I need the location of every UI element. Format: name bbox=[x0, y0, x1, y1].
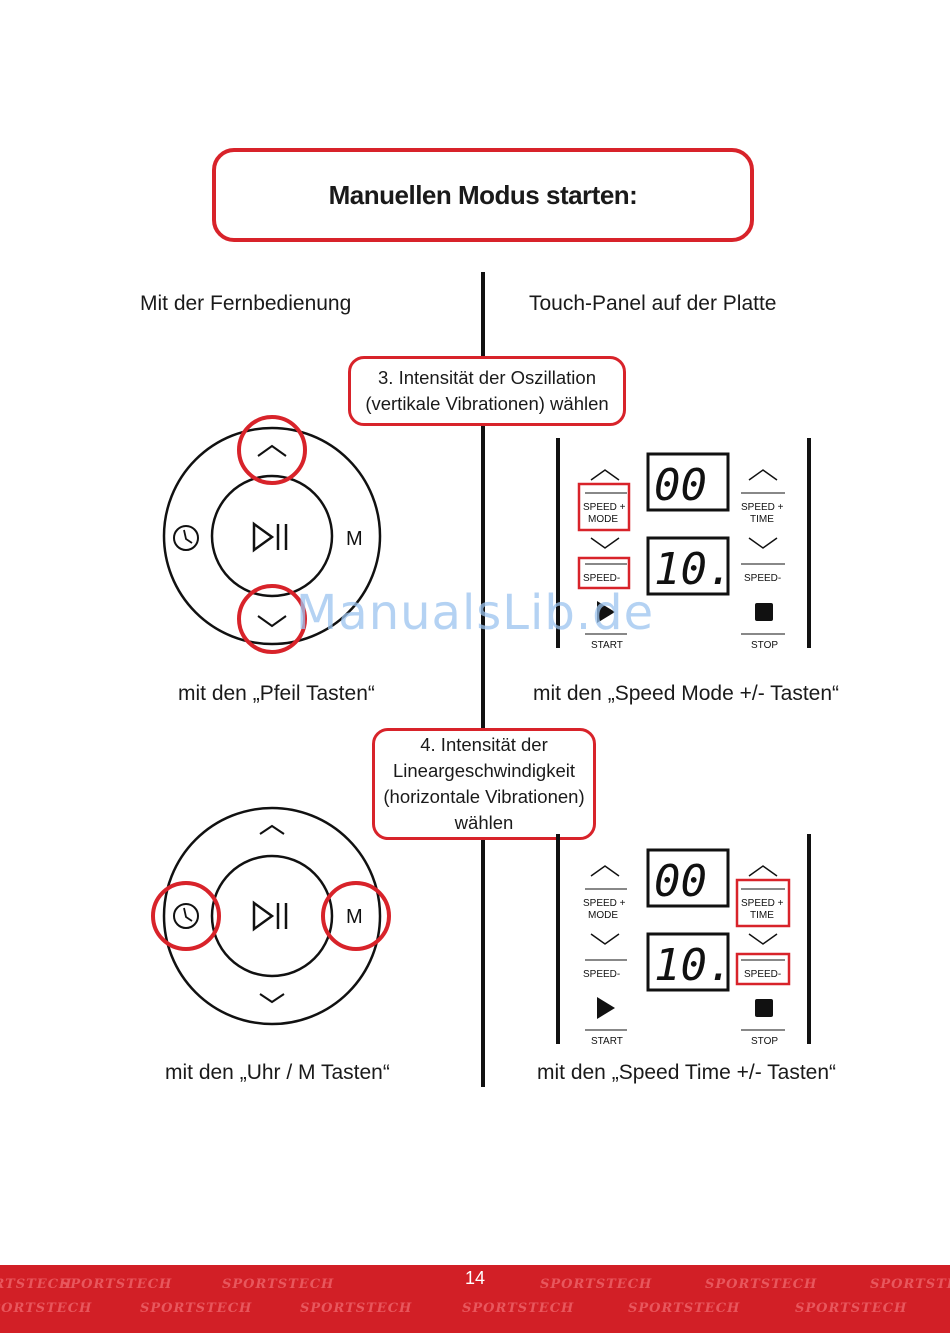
speed-time-label: TIME bbox=[750, 514, 774, 525]
column-divider bbox=[481, 272, 485, 1087]
highlight-ring bbox=[151, 881, 221, 951]
display-bottom-value: 10. bbox=[654, 940, 733, 991]
column-heading-panel: Touch-Panel auf der Platte bbox=[529, 292, 777, 315]
step4-callout-line: 4. Intensität der bbox=[420, 734, 548, 755]
highlight-box bbox=[735, 952, 791, 986]
stop-icon[interactable] bbox=[755, 999, 773, 1017]
highlight-ring bbox=[321, 881, 391, 951]
touch-panel-step4: SPEED + MODE SPEED- 00 10. SPEED + TIME … bbox=[556, 834, 811, 1046]
speed-mode-up-icon[interactable] bbox=[590, 469, 620, 481]
brand-pattern: SPORTSTECH bbox=[0, 1301, 93, 1316]
speed-time-up-icon[interactable] bbox=[748, 469, 778, 481]
play-icon[interactable] bbox=[597, 997, 615, 1019]
step4-panel-caption: mit den „Speed Time +/- Tasten“ bbox=[537, 1061, 837, 1084]
highlight-box bbox=[735, 878, 791, 928]
step4-callout-line: wählen bbox=[454, 812, 514, 833]
brand-pattern: SPORTSTECH bbox=[140, 1301, 253, 1316]
chevron-up-icon[interactable] bbox=[257, 444, 287, 457]
speed-mode-minus-label[interactable]: SPEED- bbox=[583, 969, 620, 980]
remote-control-step3: M bbox=[162, 415, 382, 654]
step3-remote-caption: mit den „Pfeil Tasten“ bbox=[178, 682, 375, 705]
stop-icon[interactable] bbox=[755, 603, 773, 621]
step4-callout-line: Lineargeschwindigkeit bbox=[392, 760, 576, 781]
page-number: 14 bbox=[464, 1268, 486, 1288]
display-top-value: 00 bbox=[654, 856, 707, 907]
step3-callout-line: 3. Intensität der Oszillation bbox=[378, 367, 596, 388]
speed-mode-label: MODE bbox=[588, 910, 618, 921]
speed-mode-down-icon[interactable] bbox=[590, 933, 620, 945]
brand-pattern: SPORTSTECH bbox=[462, 1301, 575, 1316]
highlight-box bbox=[577, 556, 631, 590]
speed-mode-plus-label[interactable]: SPEED + bbox=[583, 502, 626, 513]
speed-mode-plus-label[interactable]: SPEED + bbox=[583, 898, 626, 909]
watermark: ManualsLib.de bbox=[295, 585, 655, 641]
display-bottom bbox=[646, 932, 730, 992]
highlight-box bbox=[577, 482, 631, 532]
title-box: Manuellen Modus starten: bbox=[212, 148, 754, 242]
speed-time-minus-label[interactable]: SPEED- bbox=[744, 969, 781, 980]
m-button[interactable]: M bbox=[346, 906, 363, 928]
speed-time-down-icon[interactable] bbox=[748, 537, 778, 549]
speed-mode-up-icon[interactable] bbox=[590, 865, 620, 877]
brand-pattern: SPORTSTECH bbox=[628, 1301, 741, 1316]
m-button[interactable]: M bbox=[346, 528, 363, 550]
display-top bbox=[646, 848, 730, 908]
chevron-down-icon[interactable] bbox=[257, 615, 287, 628]
page-title: Manuellen Modus starten: bbox=[328, 179, 638, 210]
remote-control-step4: M bbox=[151, 806, 391, 1026]
brand-pattern: SPORTSTECH bbox=[870, 1277, 950, 1292]
step3-panel-caption: mit den „Speed Mode +/- Tasten“ bbox=[533, 682, 840, 705]
play-icon[interactable] bbox=[597, 601, 615, 623]
brand-pattern: SPORTSTECH bbox=[0, 1277, 73, 1292]
start-label[interactable]: START bbox=[591, 1036, 623, 1046]
speed-time-minus-label[interactable]: SPEED- bbox=[744, 573, 781, 584]
speed-time-plus-label[interactable]: SPEED + bbox=[741, 502, 784, 513]
display-bottom bbox=[646, 536, 730, 596]
brand-pattern: SPORTSTECH bbox=[60, 1277, 173, 1292]
speed-mode-minus-label[interactable]: SPEED- bbox=[583, 573, 620, 584]
display-bottom-value: 10. bbox=[654, 544, 733, 595]
stop-label[interactable]: STOP bbox=[751, 1036, 778, 1046]
step4-callout-line: (horizontale Vibrationen) bbox=[383, 786, 585, 807]
play-pause-icon[interactable] bbox=[252, 521, 288, 553]
speed-mode-down-icon[interactable] bbox=[590, 537, 620, 549]
brand-pattern: SPORTSTECH bbox=[795, 1301, 908, 1316]
column-heading-remote: Mit der Fernbedienung bbox=[140, 292, 352, 315]
start-label[interactable]: START bbox=[591, 640, 623, 650]
clock-icon[interactable] bbox=[173, 903, 199, 929]
speed-time-up-icon[interactable] bbox=[748, 865, 778, 877]
step3-callout: 3. Intensität der Oszillation (vertikale… bbox=[348, 356, 626, 426]
step3-callout-line: (vertikale Vibrationen) wählen bbox=[365, 393, 609, 414]
stop-label[interactable]: STOP bbox=[751, 640, 778, 650]
clock-icon[interactable] bbox=[173, 525, 199, 551]
speed-mode-label: MODE bbox=[588, 514, 618, 525]
step4-callout: 4. Intensität der Lineargeschwindigkeit … bbox=[372, 728, 596, 840]
highlight-ring bbox=[237, 415, 307, 485]
brand-pattern: SPORTSTECH bbox=[222, 1277, 335, 1292]
step4-remote-caption: mit den „Uhr / M Tasten“ bbox=[165, 1061, 390, 1084]
brand-pattern: SPORTSTECH bbox=[705, 1277, 818, 1292]
chevron-down-icon[interactable] bbox=[259, 993, 285, 1004]
play-pause-icon[interactable] bbox=[252, 900, 288, 932]
display-top bbox=[646, 452, 730, 512]
brand-pattern: SPORTSTECH bbox=[540, 1277, 653, 1292]
speed-time-label: TIME bbox=[750, 910, 774, 921]
footer-band: SPORTSTECH SPORTSTECH SPORTSTECH SPORTST… bbox=[0, 1265, 950, 1333]
speed-time-down-icon[interactable] bbox=[748, 933, 778, 945]
brand-pattern: SPORTSTECH bbox=[300, 1301, 413, 1316]
highlight-ring bbox=[237, 584, 307, 654]
display-top-value: 00 bbox=[654, 460, 707, 511]
speed-time-plus-label[interactable]: SPEED + bbox=[741, 898, 784, 909]
chevron-up-icon[interactable] bbox=[259, 824, 285, 835]
touch-panel-step3: SPEED + MODE SPEED- 00 10. SPEED + TIME … bbox=[556, 438, 811, 650]
